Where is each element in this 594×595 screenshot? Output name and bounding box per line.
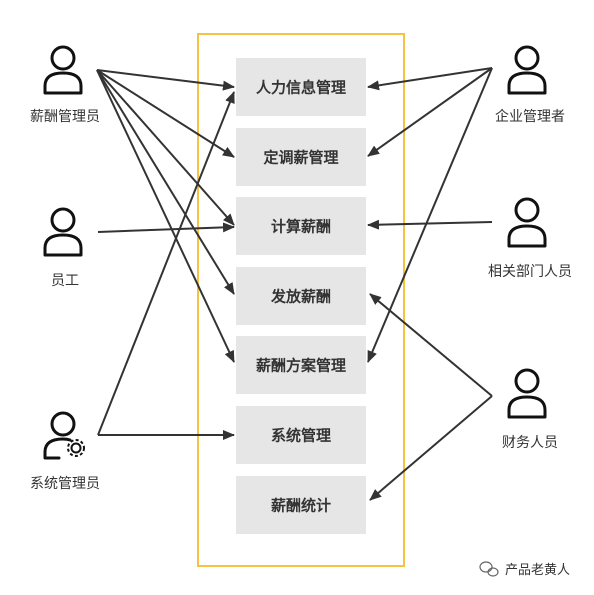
actor-label: 薪酬管理员	[30, 109, 100, 125]
use-case-薪酬统计[interactable]: 薪酬统计	[236, 476, 366, 534]
actor-相关部门人员[interactable]: 相关部门人员	[488, 197, 572, 280]
actor-薪酬管理员[interactable]: 薪酬管理员	[30, 45, 100, 125]
associations	[96, 67, 493, 501]
person-icon	[43, 207, 83, 257]
watermark-text: 产品老黄人	[505, 563, 570, 578]
use-case-计算薪酬[interactable]: 计算薪酬	[236, 197, 366, 255]
actor-label: 员工	[51, 273, 79, 289]
actor-员工[interactable]: 员工	[43, 207, 83, 289]
association-arrow	[367, 67, 493, 91]
actor-企业管理者[interactable]: 企业管理者	[495, 45, 565, 125]
actor-系统管理员[interactable]: 系统管理员	[30, 411, 100, 492]
person-icon	[507, 368, 547, 419]
association-arrow	[96, 69, 235, 295]
use-case-label: 发放薪酬	[270, 288, 331, 306]
wechat-icon	[479, 561, 499, 577]
association-arrow	[369, 293, 493, 397]
association-arrow	[96, 69, 235, 226]
use-case-label: 薪酬统计	[271, 497, 331, 515]
person-gear-icon	[43, 411, 85, 460]
watermark: 产品老黄人	[479, 561, 570, 578]
system-boundary	[197, 33, 405, 567]
person-icon	[507, 45, 547, 95]
association-arrow	[369, 395, 493, 501]
association-arrow	[97, 222, 235, 233]
association-arrow	[96, 69, 235, 363]
association-arrow	[367, 219, 493, 230]
use-case-定调薪管理[interactable]: 定调薪管理	[236, 128, 366, 186]
association-arrow	[367, 67, 493, 363]
association-arrow	[367, 67, 493, 157]
use-case-发放薪酬[interactable]: 发放薪酬	[236, 267, 366, 325]
association-arrow	[97, 91, 235, 436]
use-case-label: 人力信息管理	[256, 79, 346, 97]
association-arrow	[96, 69, 235, 158]
actor-label: 企业管理者	[495, 108, 565, 125]
use-case-薪酬方案管理[interactable]: 薪酬方案管理	[236, 336, 366, 394]
person-icon	[507, 197, 547, 248]
use-case-系统管理[interactable]: 系统管理	[236, 406, 366, 464]
actor-label: 系统管理员	[30, 476, 100, 492]
actor-label: 相关部门人员	[488, 264, 572, 280]
use-case-人力信息管理[interactable]: 人力信息管理	[236, 58, 366, 116]
actor-财务人员[interactable]: 财务人员	[502, 368, 558, 451]
use-case-label: 计算薪酬	[271, 218, 331, 236]
person-icon	[43, 45, 83, 95]
use-case-label: 定调薪管理	[263, 149, 338, 167]
actor-label: 财务人员	[502, 435, 558, 451]
use-case-label: 薪酬方案管理	[256, 357, 346, 375]
association-arrow	[96, 69, 235, 91]
use-case-label: 系统管理	[271, 427, 331, 445]
